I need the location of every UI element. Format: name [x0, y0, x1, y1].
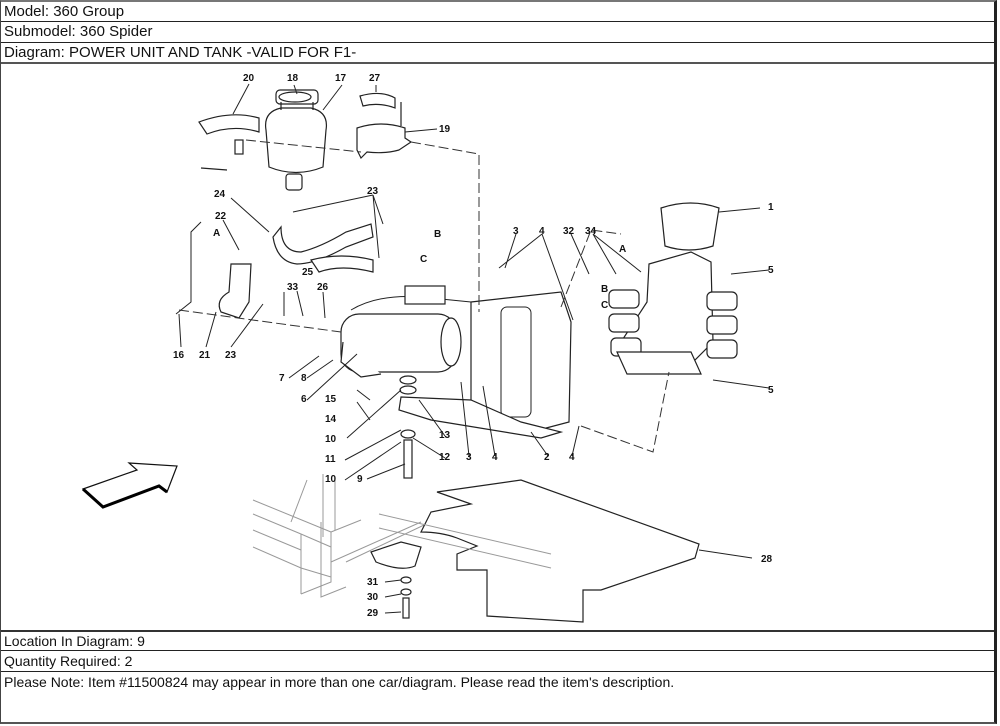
callout-19: 19 [439, 124, 451, 135]
callout-5: 5 [768, 265, 774, 276]
exploded-parts-diagram: 20 18 17 27 19 24 23 22 A B C 25 33 26 1… [1, 64, 994, 632]
flow-marker-b2: B [601, 284, 608, 295]
tank-bracket [356, 92, 413, 160]
callout-17: 17 [335, 73, 347, 84]
callout-16: 16 [173, 350, 185, 361]
callout-24: 24 [214, 189, 226, 200]
callout-6: 6 [301, 394, 307, 405]
callout-10: 10 [325, 434, 337, 445]
flow-marker-a2: A [619, 244, 626, 255]
callout-31: 31 [367, 577, 379, 588]
callout-15: 15 [325, 394, 337, 405]
callout-34: 34 [585, 226, 597, 237]
diagram-title-row: Diagram: POWER UNIT AND TANK -VALID FOR … [1, 43, 994, 64]
diagram-drawing: 20 18 17 27 19 24 23 22 A B C 25 33 26 1… [81, 73, 774, 623]
callout-23: 23 [367, 186, 379, 197]
callout-33: 33 [287, 282, 299, 293]
callout-22: 22 [215, 211, 227, 222]
callout-labels: 20 18 17 27 19 24 23 22 A B C 25 33 26 1… [173, 73, 774, 619]
callout-1: 1 [768, 202, 774, 213]
callout-23b: 23 [225, 350, 237, 361]
location-in-diagram: Location In Diagram: 9 [1, 631, 994, 651]
callout-10b: 10 [325, 474, 337, 485]
leader-lines [178, 83, 770, 614]
callout-30: 30 [367, 592, 379, 603]
callout-3: 3 [513, 226, 519, 237]
callout-4b: 4 [492, 452, 498, 463]
callout-5b: 5 [768, 385, 774, 396]
undertray-shield [370, 479, 700, 623]
front-direction-arrow [81, 462, 178, 509]
flow-marker-c2: C [601, 300, 608, 311]
reservoir-tank [264, 89, 328, 191]
callout-18: 18 [287, 73, 299, 84]
callout-21: 21 [199, 350, 211, 361]
callout-4: 4 [539, 226, 545, 237]
callout-3b: 3 [466, 452, 472, 463]
callout-28: 28 [761, 554, 773, 565]
callout-27: 27 [369, 73, 381, 84]
callout-25: 25 [302, 267, 314, 278]
flow-marker-b: B [434, 229, 441, 240]
callout-20: 20 [243, 73, 255, 84]
callout-11: 11 [325, 454, 336, 465]
flow-marker-a: A [213, 228, 220, 239]
mounting-plate [398, 291, 572, 439]
callout-32: 32 [563, 226, 575, 237]
hoses [218, 223, 374, 319]
callout-7: 7 [279, 373, 285, 384]
callout-13: 13 [439, 430, 451, 441]
callout-8: 8 [301, 373, 307, 384]
callout-9: 9 [357, 474, 363, 485]
callout-29: 29 [367, 608, 379, 619]
callout-4c: 4 [569, 452, 575, 463]
chassis-frame [252, 474, 442, 598]
tank-strap [198, 114, 260, 171]
callout-12: 12 [439, 452, 451, 463]
item-note: Please Note: Item #11500824 may appear i… [4, 674, 675, 690]
fasteners [399, 375, 417, 619]
callout-2: 2 [544, 452, 550, 463]
flow-marker-c: C [420, 254, 427, 265]
callout-26: 26 [317, 282, 329, 293]
model-row: Model: 360 Group [1, 2, 994, 22]
connection-lines [175, 139, 670, 453]
quantity-required: Quantity Required: 2 [1, 651, 994, 672]
pump-motor [340, 285, 472, 378]
callout-14: 14 [325, 414, 337, 425]
submodel-row: Submodel: 360 Spider [1, 22, 994, 43]
valve-block [608, 202, 738, 375]
